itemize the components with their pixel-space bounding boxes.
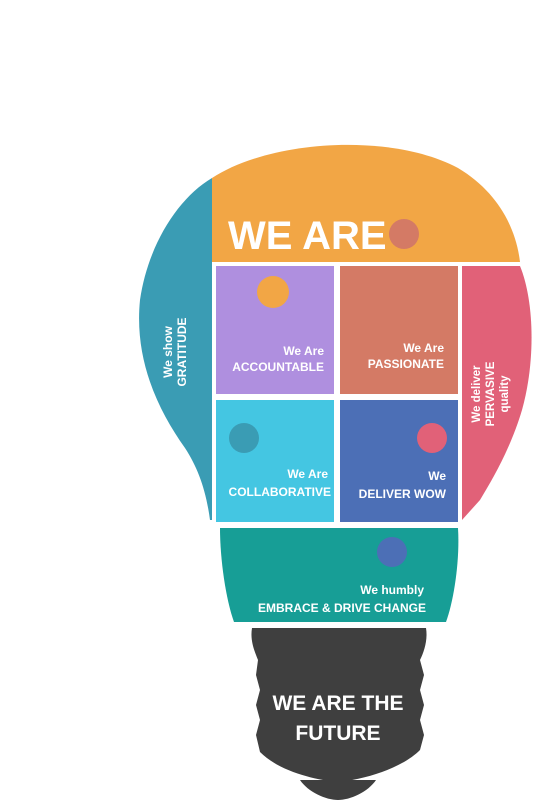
bulb-base-tip: [300, 780, 376, 800]
passionate-piece: [340, 266, 458, 394]
collaborative-line2: COLLABORATIVE: [229, 485, 331, 499]
accountable-line2: ACCOUNTABLE: [232, 360, 324, 374]
collaborative-piece: [216, 400, 334, 522]
top-dome-tab: [389, 219, 419, 249]
deliver-wow-tab: [417, 423, 447, 453]
accountable-tab: [257, 276, 289, 308]
pervasive-line2: PERVASIVE: [485, 361, 497, 426]
pervasive-tab: [468, 312, 500, 344]
collaborative-line1: We Are: [287, 467, 328, 481]
collaborative-tab: [229, 423, 259, 453]
deliver-wow-line2: DELIVER WOW: [359, 487, 447, 501]
gratitude-line2: GRATITUDE: [175, 317, 189, 386]
deliver-wow-piece: [340, 400, 458, 522]
passionate-line2: PASSIONATE: [368, 357, 444, 371]
base-line2: FUTURE: [295, 722, 380, 745]
top-dome-piece: [212, 144, 520, 262]
gratitude-line1: We show: [161, 325, 175, 377]
gratitude-piece: [139, 178, 212, 520]
deliver-wow-line1: We: [428, 469, 446, 483]
base-line1: WE ARE THE: [272, 692, 403, 715]
change-line1: We humbly: [360, 583, 424, 597]
pervasive-line1: We deliver: [471, 365, 483, 423]
accountable-line1: We Are: [283, 344, 324, 358]
headline-text: WE ARE: [228, 214, 387, 258]
pervasive-line3: quality: [499, 375, 511, 413]
change-line2: EMBRACE & DRIVE CHANGE: [258, 601, 426, 615]
change-tab: [377, 537, 407, 567]
bulb-base: [251, 628, 427, 782]
passionate-line1: We Are: [403, 341, 444, 355]
